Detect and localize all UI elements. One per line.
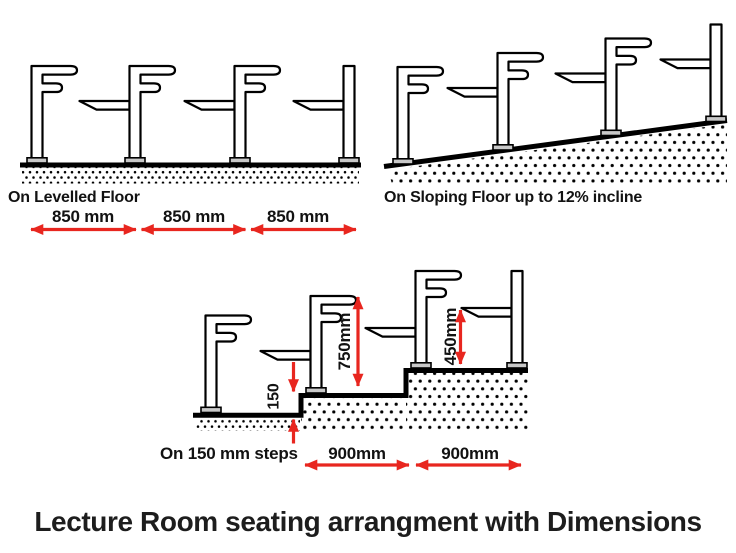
seat-wedge-icon: [78, 99, 131, 111]
sloping-floor-hatch: [388, 124, 727, 184]
steps-hatch-mid: [301, 398, 404, 431]
chair-icon: [199, 314, 253, 414]
end-post-icon: [704, 23, 728, 123]
levelled-floor-diagram: On Levelled Floor 850 mm 850 mm 850 mm: [8, 64, 361, 235]
sloping-caption: On Sloping Floor up to 12% incline: [384, 189, 642, 206]
chair-icon: [391, 65, 445, 166]
seat-wedge-icon: [446, 86, 499, 98]
steps-hatch-low: [196, 417, 300, 431]
seat-wedge-icon: [183, 99, 236, 111]
steps-floor-line: [193, 368, 528, 418]
seat-wedge-icon: [659, 58, 712, 70]
desk-height-label: 750mm: [335, 313, 354, 371]
steps-hatch-top: [406, 373, 528, 431]
levelled-caption: On Levelled Floor: [8, 189, 140, 206]
tread-dim-label-1: 900mm: [328, 444, 386, 463]
tread-dim-label-2: 900mm: [441, 444, 499, 463]
steps-caption: On 150 mm steps: [160, 444, 298, 463]
spacing-dim-label-3: 850 mm: [267, 207, 329, 226]
spacing-dim-label-1: 850 mm: [52, 207, 114, 226]
seat-height-label: 450mm: [441, 308, 460, 366]
seat-wedge-icon: [292, 99, 345, 111]
steps-diagram: 150 750mm 450mm On 150 mm steps 900mm 90…: [160, 269, 529, 471]
seat-wedge-icon: [259, 349, 312, 361]
step-height-label: 150: [266, 383, 283, 409]
sloping-floor-line: [383, 118, 728, 169]
chair-icon: [491, 51, 545, 152]
chair-icon: [25, 64, 79, 165]
sloping-floor-diagram: On Sloping Floor up to 12% incline: [383, 23, 728, 206]
seat-wedge-icon: [460, 306, 513, 318]
figure-title: Lecture Room seating arrangment with Dim…: [34, 506, 701, 537]
spacing-dim-label-2: 850 mm: [163, 207, 225, 226]
end-post-icon: [505, 269, 529, 370]
levelled-floor-hatch: [22, 167, 359, 184]
seat-wedge-icon: [554, 72, 607, 84]
chair-icon: [228, 64, 282, 165]
end-post-icon: [337, 64, 361, 165]
levelled-floor-line: [20, 162, 361, 168]
seat-wedge-icon: [364, 326, 417, 338]
chair-icon: [123, 64, 177, 165]
chair-icon: [599, 37, 653, 137]
